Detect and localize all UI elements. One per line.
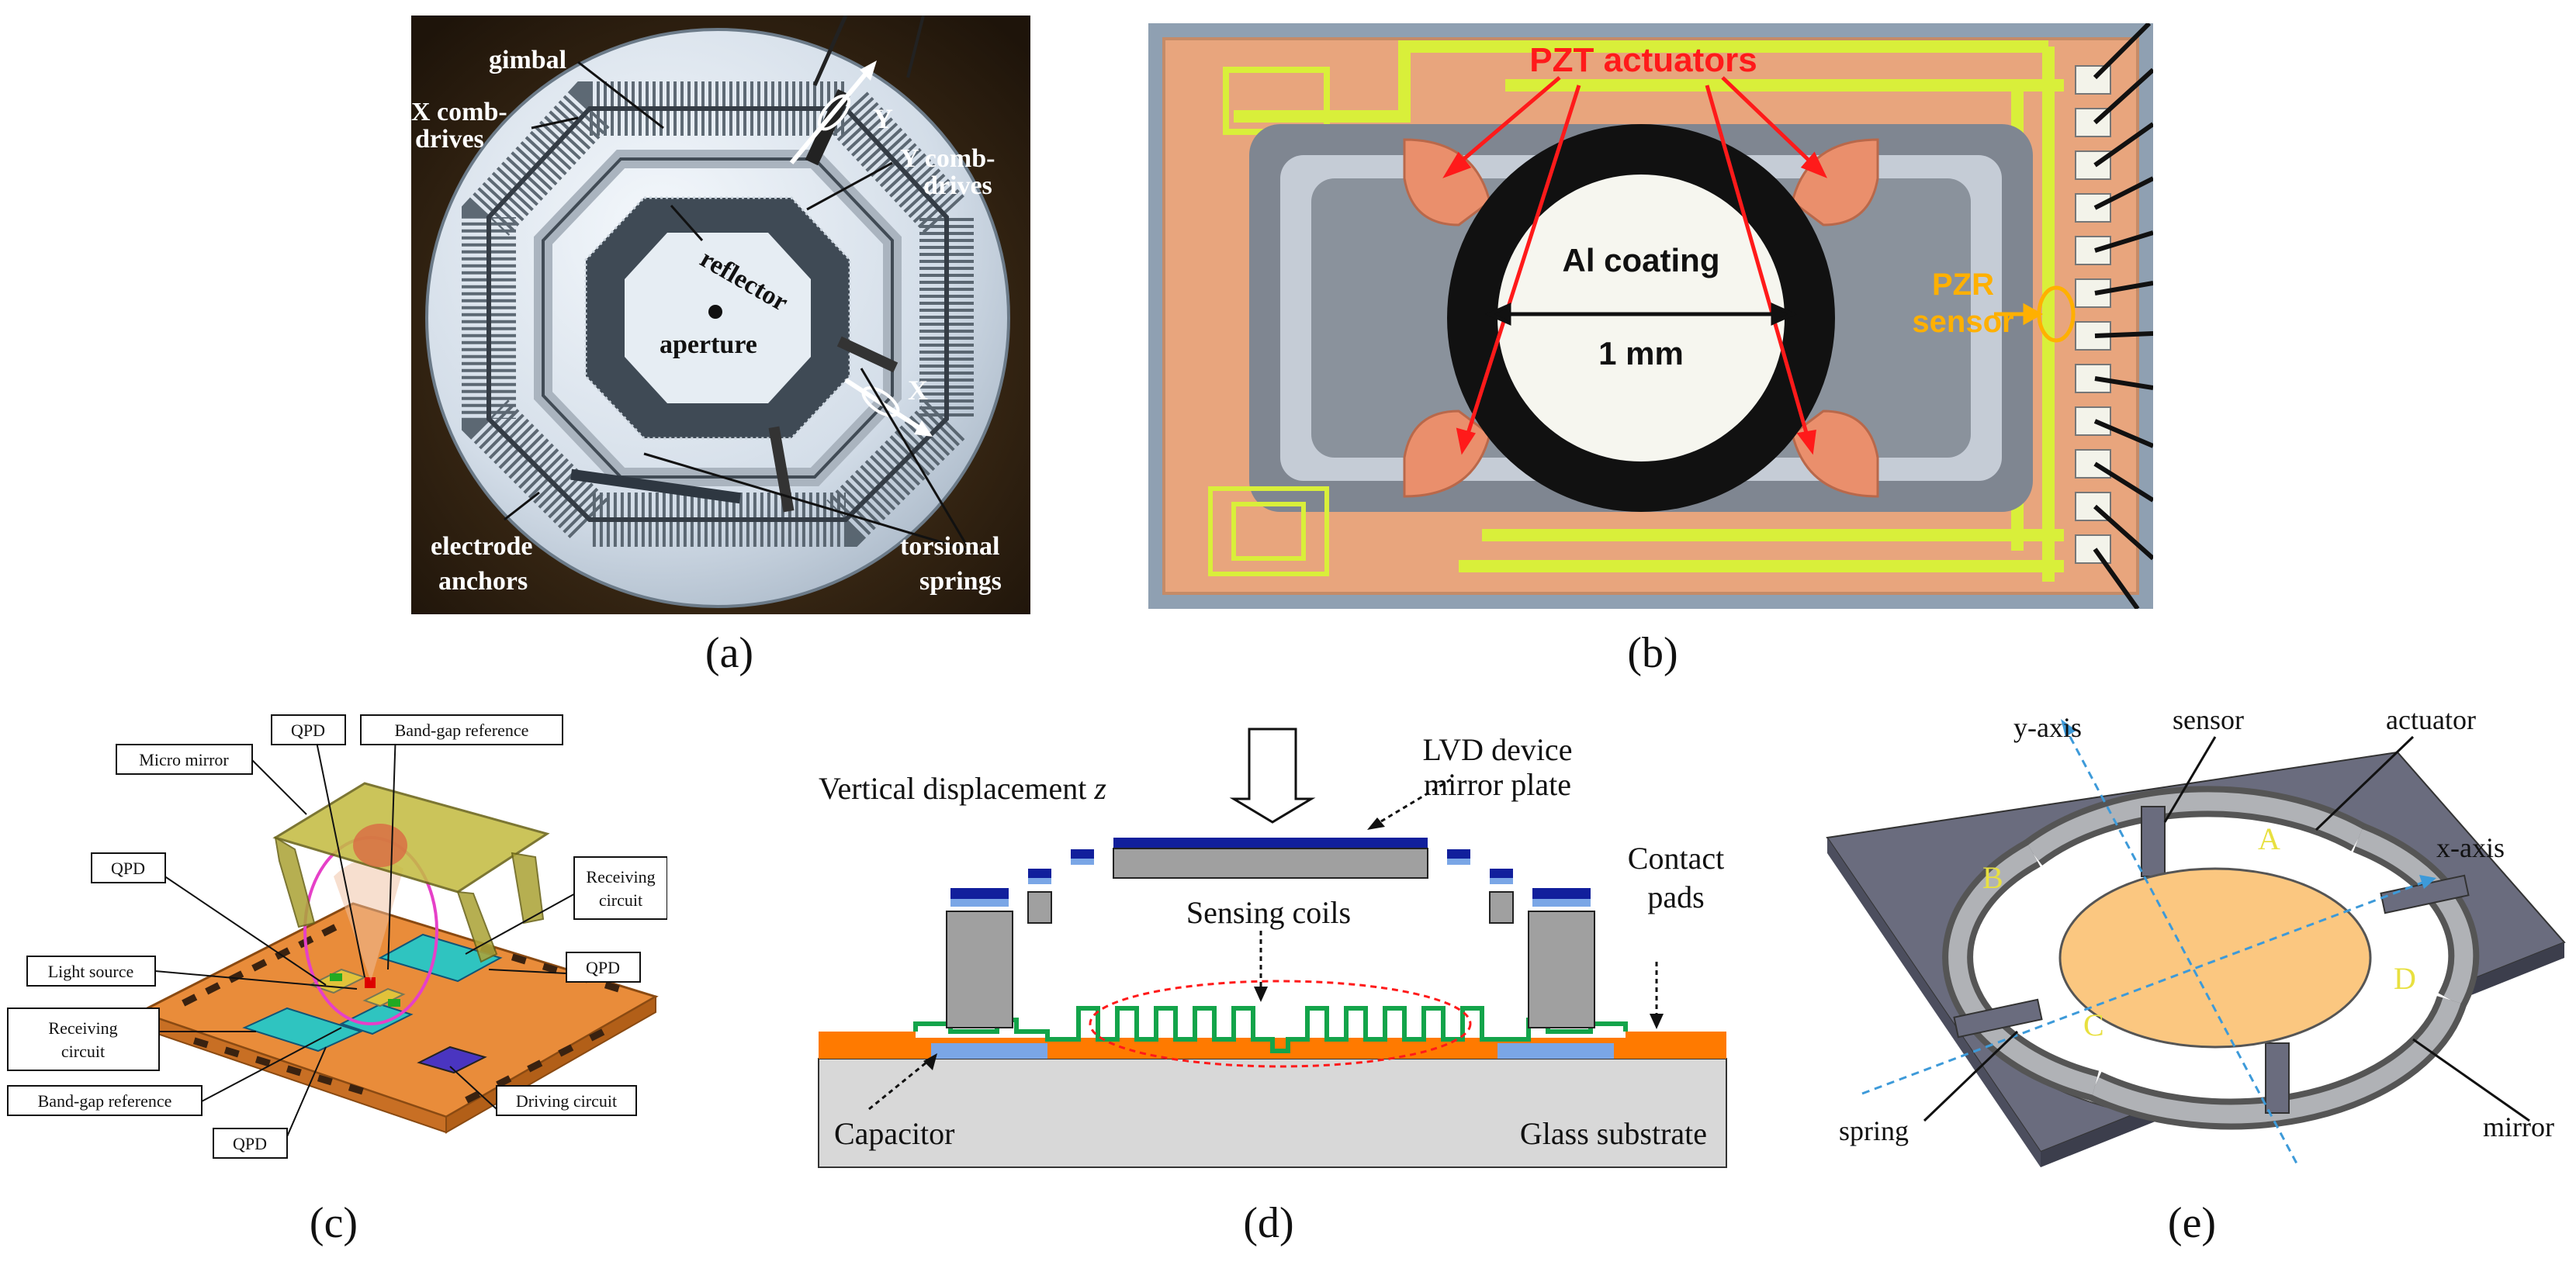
- sensor-actuator-arcs: [1942, 786, 2480, 1130]
- label-qpd-right: QPD: [586, 958, 620, 977]
- caption-b: (b): [1627, 629, 1678, 677]
- bond-wires: [812, 16, 925, 87]
- callout-lines: [154, 730, 579, 1141]
- bond-pads: [2075, 65, 2111, 564]
- label-gimbal: gimbal: [489, 46, 566, 74]
- capacitor-blue: [931, 1043, 1614, 1059]
- label-receiving-right-1: Receiving: [586, 867, 655, 887]
- sensing-coils-dashed: [1089, 980, 1472, 1068]
- label-segment-a: A: [2258, 821, 2280, 856]
- panel-b-photo: PZT actuators Al coating 1 mm PZR sensor: [1148, 23, 2153, 609]
- pzt-arrows: [1442, 76, 1828, 455]
- displacement-arrow: [1229, 728, 1316, 824]
- label-mirror: mirror: [2483, 1111, 2554, 1142]
- label-mirror-plate: mirror plate: [1424, 767, 1571, 802]
- gimbal-frame: [534, 150, 902, 486]
- label-micro-mirror: Micro mirror: [139, 750, 229, 769]
- caption-b-wrap: (b): [1627, 629, 1678, 677]
- label-receiving-left-1: Receiving: [48, 1018, 117, 1038]
- pillars: [946, 849, 1595, 1028]
- chip-marking: [1208, 486, 1329, 576]
- e-leaders: [1923, 735, 2530, 1122]
- label-light-source: Light source: [48, 962, 134, 981]
- label-pzt-actuators: PZT actuators: [1529, 41, 1757, 79]
- label-y-axis: y-axis: [2013, 712, 2082, 743]
- label-electrode-1: electrode: [431, 532, 533, 561]
- caption-a-wrap: (a): [705, 629, 753, 677]
- caption-a: (a): [705, 629, 753, 677]
- d-leaders: [868, 778, 1658, 1111]
- label-actuator: actuator: [2386, 704, 2476, 735]
- axis-arrowheads: [2061, 719, 2436, 889]
- aperture-dot: [708, 305, 722, 319]
- panel-c-diagram: QPD Band-gap reference Micro mirror QPD …: [7, 714, 667, 1159]
- label-vertical-displacement: Vertical displacement z: [819, 771, 1106, 806]
- caption-e-wrap: (e): [2168, 1199, 2216, 1247]
- label-sensor: sensor: [2173, 704, 2244, 735]
- label-al-coating: Al coating: [1562, 242, 1719, 278]
- glass-substrate: [818, 1058, 1727, 1168]
- d-arrowheads: [923, 817, 1664, 1070]
- label-y-comb-2: drives: [923, 171, 992, 200]
- label-bandgap-top: Band-gap reference: [395, 721, 529, 740]
- caption-e: (e): [2168, 1199, 2216, 1247]
- y-rotation-axis: Y: [789, 60, 893, 164]
- label-receiving-right-2: circuit: [599, 890, 642, 910]
- x-axis-label: X: [908, 375, 928, 406]
- pzr-indicator: [1994, 285, 2076, 343]
- label-torsional-2: springs: [919, 567, 1002, 596]
- label-bandgap-bottom: Band-gap reference: [38, 1091, 172, 1111]
- label-1mm: 1 mm: [1598, 335, 1684, 372]
- label-aperture: aperture: [660, 330, 757, 359]
- label-qpd-top: QPD: [291, 721, 325, 740]
- bond-wires-b: [2093, 23, 2153, 609]
- callout-boxes: [7, 714, 667, 1159]
- label-qpd-left: QPD: [111, 859, 145, 878]
- caption-c: (c): [310, 1199, 358, 1247]
- reflector-plate: [625, 233, 811, 403]
- chip-blocks: [242, 933, 503, 1074]
- label-x-axis: x-axis: [2436, 832, 2505, 863]
- panel-d-diagram: Vertical displacement z LVD device mirro…: [818, 728, 1727, 1168]
- label-segment-b: B: [1982, 860, 2003, 895]
- chip-pads: [182, 924, 620, 1104]
- label-contact-1: Contact: [1628, 841, 1724, 876]
- outer-comb-drives: [462, 81, 974, 547]
- label-segment-c: C: [2083, 1008, 2104, 1042]
- label-qpd-bottom: QPD: [233, 1134, 267, 1153]
- axis-lines: [1861, 724, 2429, 1164]
- label-contact-2: pads: [1647, 880, 1704, 914]
- label-y-comb-1: Y comb-: [900, 144, 995, 173]
- panel-e-diagram: y-axis sensor actuator x-axis spring mir…: [1826, 704, 2566, 1167]
- label-spring: spring: [1839, 1115, 1909, 1146]
- label-torsional-1: torsional: [900, 532, 999, 561]
- caption-c-wrap: (c): [310, 1199, 358, 1247]
- caption-d: (d): [1243, 1199, 1293, 1247]
- label-electrode-2: anchors: [438, 567, 528, 596]
- label-driving-circuit: Driving circuit: [516, 1091, 617, 1111]
- label-segment-d: D: [2394, 961, 2416, 996]
- mirror-disc: [2058, 867, 2372, 1049]
- label-pzr-1: PZR: [1932, 268, 1994, 302]
- sensing-coils: [913, 1006, 1628, 1053]
- label-receiving-left-2: circuit: [61, 1042, 105, 1061]
- caption-d-wrap: (d): [1243, 1199, 1293, 1247]
- dimension-arrow: [1484, 302, 1798, 326]
- panel-a-photo: Y X gimbal X comb- drives Y comb- drives…: [411, 16, 1030, 614]
- label-x-comb-1: X comb-: [411, 98, 507, 126]
- y-axis-label: Y: [873, 103, 893, 134]
- mirror-plate: [1113, 838, 1428, 879]
- label-sensing-coils: Sensing coils: [1186, 895, 1351, 930]
- panel-a-leaders: [504, 60, 971, 552]
- yellow-traces: [1234, 40, 2064, 582]
- label-lvd-device: LVD device: [1423, 732, 1573, 767]
- label-x-comb-2: drives: [415, 125, 484, 154]
- micro-mirror-3d: [272, 782, 550, 963]
- label-pzr-2: sensor: [1912, 305, 2013, 339]
- label-capacitor: Capacitor: [834, 1116, 955, 1151]
- label-glass-substrate: Glass substrate: [1520, 1116, 1707, 1151]
- mirror-ring: [1447, 124, 1835, 512]
